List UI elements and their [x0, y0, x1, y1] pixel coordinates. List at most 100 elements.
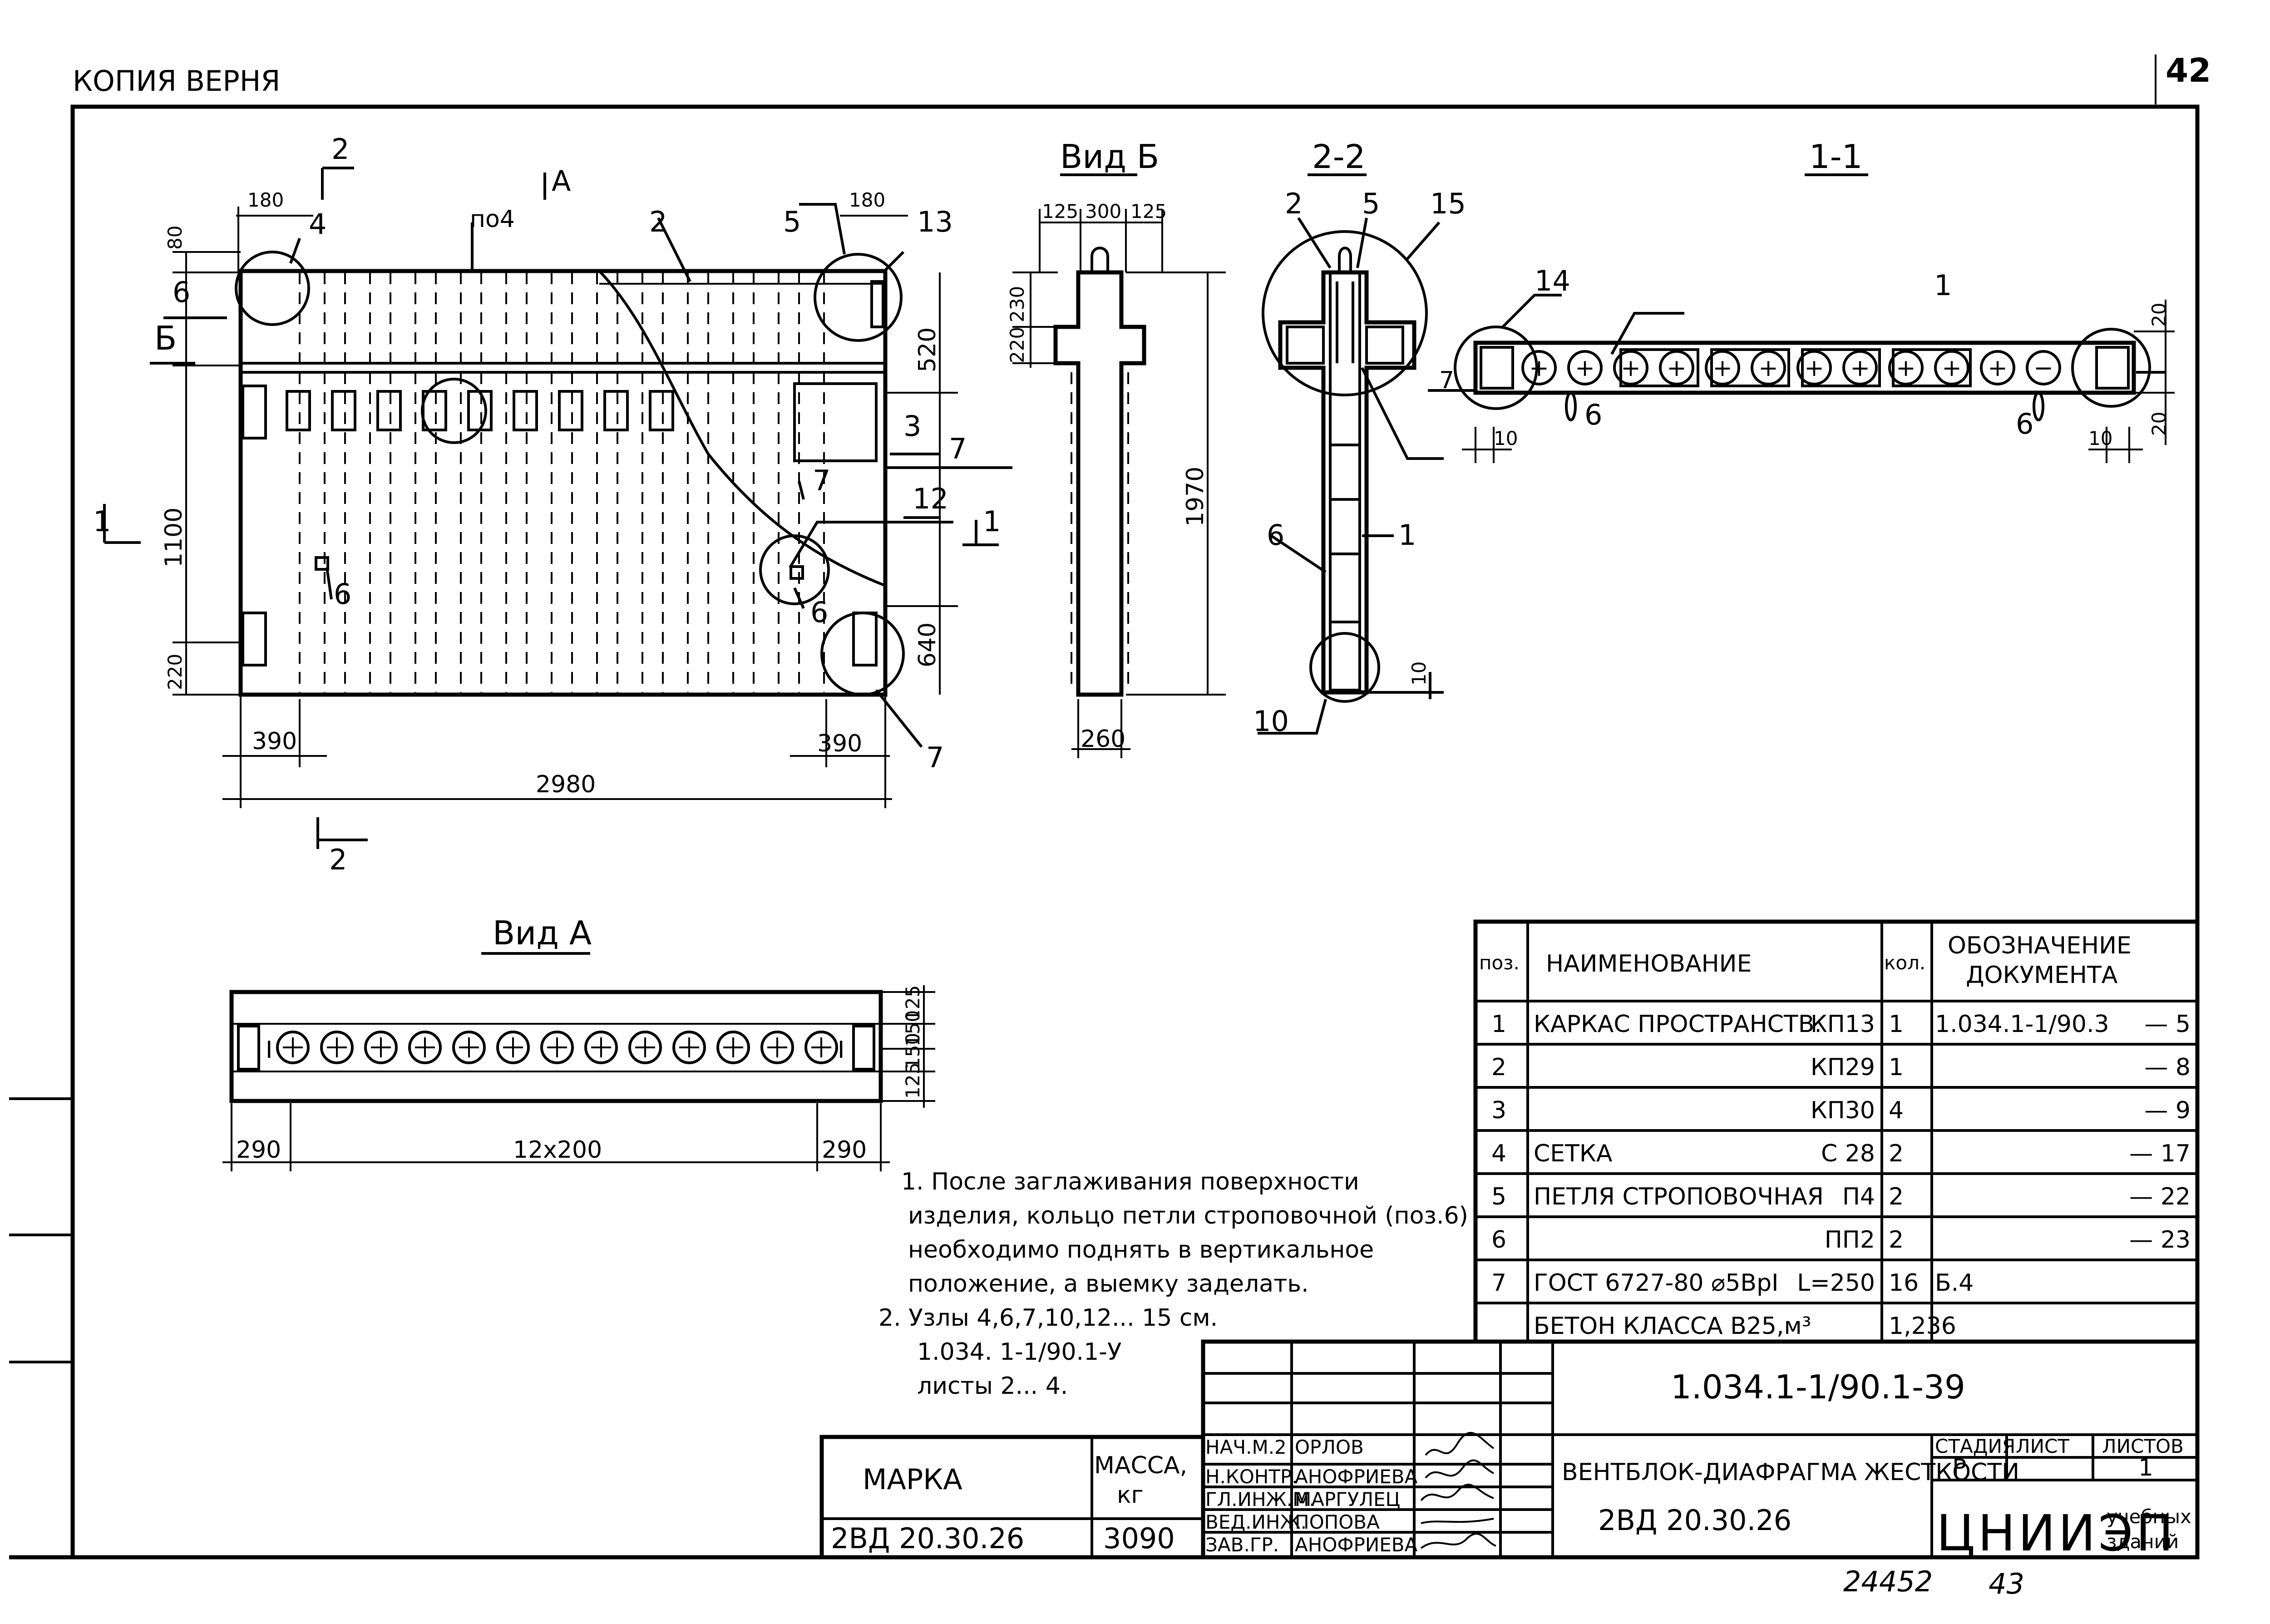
section-1-1-loop-sign: + — [1667, 355, 1687, 382]
section-1-1-dim-20-bottom: 20 — [2148, 412, 2170, 436]
spec-header-qty: кол. — [1884, 952, 1925, 974]
title-org-sub-1: учебных — [2107, 1506, 2191, 1528]
section-1-1-loop — [1613, 350, 1648, 385]
section-2-2-callout-5: 5 — [1362, 187, 1380, 220]
spec-row-pos: 7 — [1491, 1269, 1506, 1297]
spec-row-qty: 16 — [1889, 1269, 1919, 1297]
mark-label: МАРКА — [863, 1463, 962, 1496]
spec-row-qty: 1 — [1889, 1054, 1904, 1081]
view-a-loop — [496, 1031, 530, 1064]
spec-row-qty: 1,236 — [1889, 1313, 1956, 1340]
section-1-1-loop-sign: + — [1942, 355, 1962, 382]
spec-row-pos: 2 — [1491, 1054, 1506, 1081]
spec-table: поз. НАИМЕНОВАНИЕ кол. ОБОЗНАЧЕНИЕ ДОКУМ… — [1473, 919, 2200, 1344]
view-b-dim-230: 230 — [1006, 286, 1028, 322]
section-1-1-loop — [1751, 350, 1786, 385]
spec-row-sheet: — 17 — [2129, 1140, 2191, 1167]
dim-180-right: 180 — [849, 189, 885, 211]
spec-header-doc: ОБОЗНАЧЕНИЕ — [1948, 932, 2132, 959]
section-1-1: 1-1 +++++++++++− 14 1 7 6 6 20 20 — [1428, 138, 2175, 463]
view-b: Вид Б 125 300 125 230 220 1970 260 — [1006, 138, 1226, 758]
section-1-1-loop-sign: + — [1758, 355, 1778, 382]
front-dimensions: 180 80 1100 220 390 180 520 640 390 2980 — [160, 189, 958, 808]
dim-1100: 1100 — [160, 508, 188, 568]
spec-row-sheet: — 23 — [2129, 1226, 2191, 1254]
spec-row-qty: 2 — [1889, 1183, 1904, 1210]
section-1-right-label: 1 — [983, 505, 1001, 538]
section-1-1-callout-1: 1 — [1934, 269, 1952, 302]
spec-row-mark: ПП2 — [1825, 1226, 1875, 1254]
view-a-end-mark-left: I — [266, 1037, 272, 1064]
view-a-loop — [584, 1031, 618, 1064]
dim-180-left: 180 — [247, 189, 284, 211]
view-b-dim-1970: 1970 — [1182, 467, 1209, 527]
dim-80: 80 — [164, 226, 186, 250]
stamp-copy-verified: КОПИЯ ВЕРНЯ — [73, 64, 280, 98]
spec-row-qty: 1 — [1889, 1011, 1904, 1038]
view-a-dim-125-top: 125 — [902, 985, 924, 1022]
view-a-dim-290-left: 290 — [236, 1136, 281, 1164]
callout-pos13: 13 — [917, 205, 953, 238]
section-1-1-loop-sign: + — [1575, 355, 1595, 382]
section-1-1-callout-6-left: 6 — [1584, 398, 1602, 431]
signature-role: ГЛ.ИНЖ.М. — [1205, 1488, 1315, 1510]
mass-label-line-1: МАССА, — [1094, 1452, 1187, 1479]
view-a-loop — [716, 1031, 750, 1064]
signature-name: ПОПОВА — [1295, 1511, 1380, 1533]
section-1-1-loop-sign: + — [1850, 355, 1870, 382]
view-a-loop — [276, 1031, 310, 1064]
spec-row-doc: 1.034.1-1/90.3 — [1935, 1011, 2109, 1038]
section-1-1-loop — [1567, 350, 1603, 385]
spec-header-doc-2: ДОКУМЕНТА — [1966, 962, 2118, 989]
section-1-1-loop-sign: + — [1529, 355, 1549, 382]
section-1-1-callout-14: 14 — [1535, 264, 1570, 297]
signature-name: АНОФРИЕВА — [1295, 1466, 1418, 1488]
dim-640: 640 — [914, 622, 941, 667]
view-a-loop — [804, 1031, 838, 1064]
view-a-loop — [672, 1031, 706, 1064]
spec-row-mark: КП13 — [1811, 1011, 1875, 1038]
callout-pod4: по4 — [470, 206, 515, 233]
signature-role: НАЧ.М.2 — [1205, 1436, 1287, 1458]
spec-row-name: БЕТОН КЛАССА В25,м³ — [1534, 1313, 1811, 1340]
section-1-1-loop-sign: + — [1988, 355, 2008, 382]
signature-name: ОРЛОВ — [1295, 1436, 1364, 1458]
spec-row-doc: Б.4 — [1935, 1269, 1974, 1297]
view-a-dim-150-b: 150 — [902, 1033, 924, 1069]
callout-pos4: 4 — [309, 207, 326, 241]
notes: 1. После заглаживания поверхности издели… — [878, 1168, 1468, 1400]
callout-pos6-left: 6 — [173, 276, 190, 309]
spec-row-name: СЕТКА — [1534, 1140, 1613, 1167]
view-a-loop — [760, 1031, 794, 1064]
section-1-1-loop-sign: + — [1712, 355, 1732, 382]
section-1-1-loop — [2026, 350, 2061, 385]
section-1-1-loop-sign: + — [1621, 355, 1641, 382]
dim-390-right: 390 — [817, 730, 862, 757]
view-b-dim-300: 300 — [1085, 200, 1121, 222]
view-a-loop — [408, 1031, 442, 1064]
section-1-1-loop-sign: + — [1896, 355, 1916, 382]
view-a-arrow-label: А — [552, 164, 571, 197]
spec-row-pos: 5 — [1491, 1183, 1506, 1210]
spec-row-sheet: — 8 — [2144, 1054, 2191, 1081]
note-1-line-1: 1. После заглаживания поверхности — [901, 1168, 1359, 1195]
section-1-1-loop — [1521, 350, 1557, 385]
view-b-title: Вид Б — [1060, 138, 1159, 176]
section-1-1-loop — [1888, 350, 1924, 385]
dim-520: 520 — [914, 327, 941, 372]
dim-220-left: 220 — [164, 654, 186, 690]
section-1-1-loop — [1796, 350, 1832, 385]
callout-pos7-c: 7 — [926, 741, 944, 774]
callout-pos2: 2 — [649, 205, 667, 238]
spec-row-sheet: — 9 — [2144, 1097, 2191, 1124]
mass-label-line-2: кг — [1117, 1481, 1144, 1509]
title-org-name: ЦНИИЭП — [1936, 1504, 2176, 1562]
view-a-dim-290-right: 290 — [822, 1136, 867, 1164]
spec-row-pos: 4 — [1491, 1140, 1506, 1167]
callout-pos12: 12 — [913, 482, 948, 515]
callout-pos6-right: 6 — [810, 596, 828, 629]
section-1-1-loop — [1980, 350, 2015, 385]
section-2-2-callout-1: 1 — [1398, 518, 1416, 552]
front-view: 2 А по4 2 4 5 13 6 6 3 7 7 7 12 6 Б 1 1 … — [93, 133, 1012, 876]
